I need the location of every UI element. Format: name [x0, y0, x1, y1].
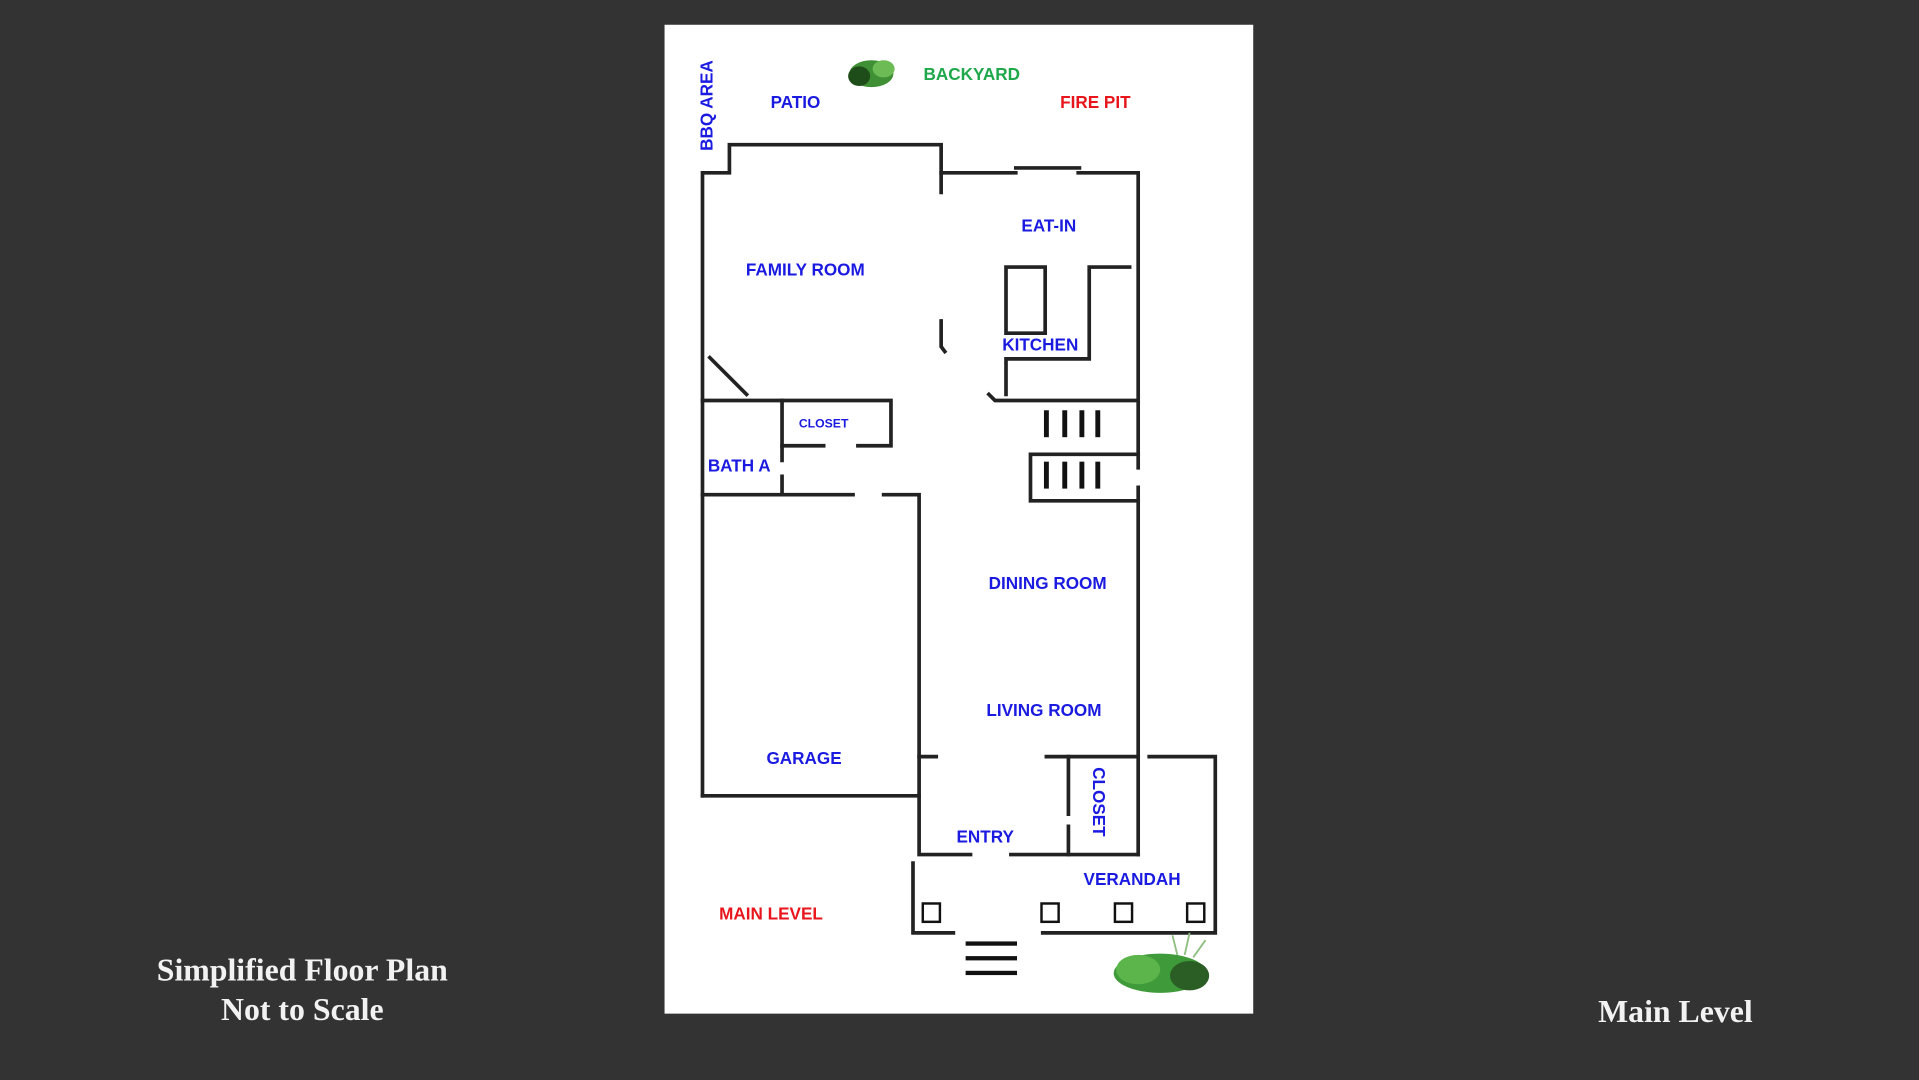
kitchen-island [1004, 265, 1048, 336]
bath-a-label: BATH A [708, 455, 771, 475]
fire-pit-label: FIRE PIT [1060, 92, 1131, 112]
verandah-label: VERANDAH [1084, 869, 1181, 889]
main-level-label: MAIN LEVEL [719, 903, 823, 923]
garage-label: GARAGE [766, 748, 841, 768]
backyard-label: BACKYARD [924, 64, 1020, 84]
walls [700, 142, 1218, 935]
entry-closet-label: CLOSET [1089, 767, 1109, 837]
kitchen-label: KITCHEN [1002, 334, 1078, 354]
level-title: Main Level [1598, 994, 1753, 1029]
patio-label: PATIO [771, 92, 821, 112]
caption-line2: Not to Scale [221, 992, 384, 1027]
entry-label: ENTRY [956, 826, 1014, 846]
floor-plan-panel [664, 24, 1254, 1014]
family-room-label: FAMILY ROOM [746, 260, 865, 280]
front-steps [965, 941, 1018, 976]
bush-icon [848, 60, 895, 88]
living-room-label: LIVING ROOM [986, 700, 1101, 720]
caption-line1: Simplified Floor Plan [157, 953, 448, 988]
dining-room-label: DINING ROOM [989, 573, 1107, 593]
closet-label: CLOSET [799, 416, 849, 430]
bush-icon [1113, 932, 1210, 993]
stairs [1043, 410, 1101, 489]
verandah-posts [921, 902, 1206, 924]
bbq-area-label: BBQ AREA [696, 60, 716, 151]
door-swing [707, 355, 750, 397]
eat-in-label: EAT-IN [1021, 216, 1076, 236]
